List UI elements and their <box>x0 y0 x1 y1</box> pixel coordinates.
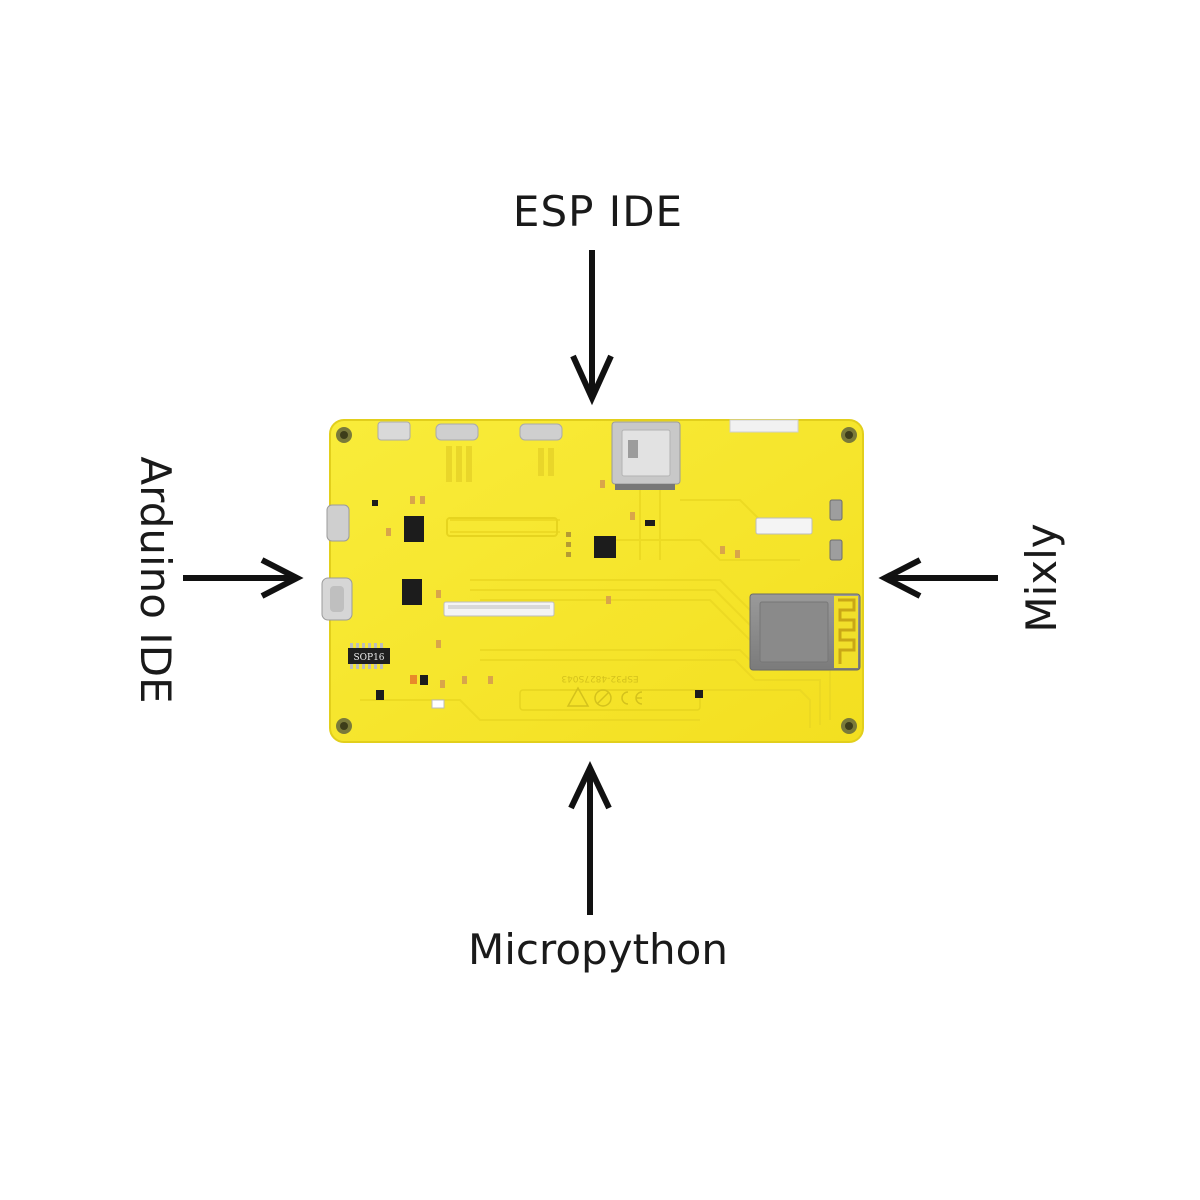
label-micropython: Micropython <box>468 925 728 974</box>
arrow-left <box>183 557 304 599</box>
arrow-right <box>878 557 998 599</box>
esp32-module <box>749 593 861 671</box>
label-esp-ide: ESP IDE <box>512 187 684 236</box>
fpc-connector-small <box>755 517 813 535</box>
side-connector <box>326 504 350 542</box>
ics <box>372 500 703 700</box>
sd-card-slot <box>611 421 681 490</box>
silkscreen-marks: ESP32-4827S043 <box>561 673 643 707</box>
pcb-board: SOP16 <box>321 419 864 743</box>
model-silkscreen: ESP32-4827S043 <box>561 673 638 683</box>
label-mixly: Mixly <box>1017 523 1066 633</box>
arrow-bottom <box>568 761 612 915</box>
sop16-label: SOP16 <box>353 653 384 663</box>
usb-c-port <box>321 577 353 621</box>
mounting-holes <box>336 427 857 734</box>
fpc-connector <box>443 601 555 617</box>
connector-pads <box>446 446 554 482</box>
sop16-chip: SOP16 <box>348 643 390 669</box>
passives <box>386 480 740 709</box>
label-arduino-ide: Arduino IDE <box>131 456 180 704</box>
top-connectors <box>377 419 799 441</box>
buttons <box>829 499 843 561</box>
arrow-top <box>570 250 614 406</box>
